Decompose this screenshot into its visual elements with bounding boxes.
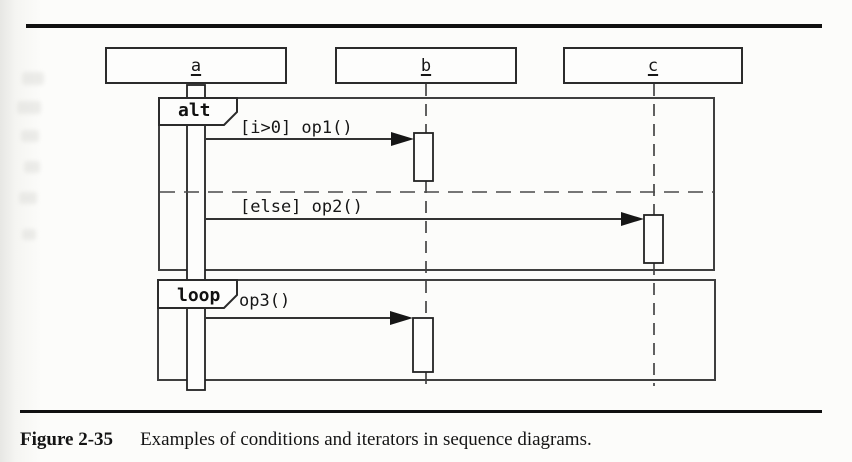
- bleed-through-smudge: [24, 161, 40, 173]
- message-arrow-op1: [206, 132, 414, 146]
- message-label-op1: [i>0] op1(): [240, 118, 353, 138]
- lifeline-head-c: c: [563, 47, 743, 84]
- alt-fragment-frame: [158, 97, 715, 271]
- alt-operator-label: alt: [178, 100, 211, 121]
- activation-bar-b-op1: [413, 132, 434, 182]
- caption-rule: [20, 410, 822, 413]
- message-label-op3: op3(): [239, 291, 291, 311]
- bleed-through-smudge: [17, 101, 41, 114]
- figure-caption-text: Examples of conditions and iterators in …: [140, 429, 592, 450]
- loop-fragment-frame: [157, 279, 716, 381]
- bleed-through-smudge: [22, 229, 36, 240]
- message-label-op2: [else] op2(): [240, 197, 363, 217]
- bleed-through-smudge: [22, 72, 44, 85]
- figure-caption: Figure 2-35 Examples of conditions and it…: [20, 429, 592, 452]
- participant-name-c: c: [647, 55, 659, 76]
- message-arrow-op3: [206, 311, 413, 325]
- lifeline-head-b: b: [335, 47, 517, 84]
- participant-name-b: b: [420, 55, 432, 76]
- bleed-through-smudge: [19, 192, 37, 204]
- figure-number: Figure 2-35: [20, 429, 114, 450]
- lifeline-head-a: a: [105, 47, 287, 84]
- loop-operator-label: loop: [177, 285, 221, 306]
- activation-bar-a: [186, 84, 206, 391]
- participant-name-a: a: [190, 55, 202, 76]
- message-arrow-op2: [206, 212, 644, 226]
- activation-bar-c-op2: [643, 214, 664, 264]
- top-rule: [26, 24, 822, 28]
- bleed-through-smudge: [21, 130, 39, 142]
- alt-operator-pentagon: [158, 97, 238, 126]
- activation-bar-b-op3: [412, 317, 434, 373]
- loop-operator-pentagon: [157, 279, 238, 309]
